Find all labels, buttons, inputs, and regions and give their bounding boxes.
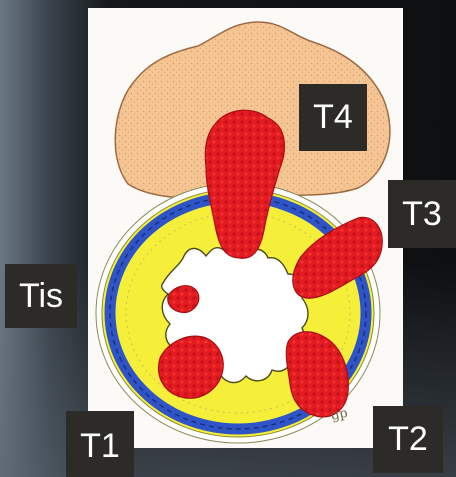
label-t1: T1 bbox=[66, 411, 134, 477]
label-t3: T3 bbox=[388, 180, 456, 248]
artist-signature: gp bbox=[330, 406, 349, 424]
label-tis: Tis bbox=[5, 264, 77, 328]
label-t2: T2 bbox=[373, 406, 443, 473]
label-t4: T4 bbox=[299, 84, 367, 151]
tumor-staging-diagram: gp bbox=[88, 8, 403, 448]
